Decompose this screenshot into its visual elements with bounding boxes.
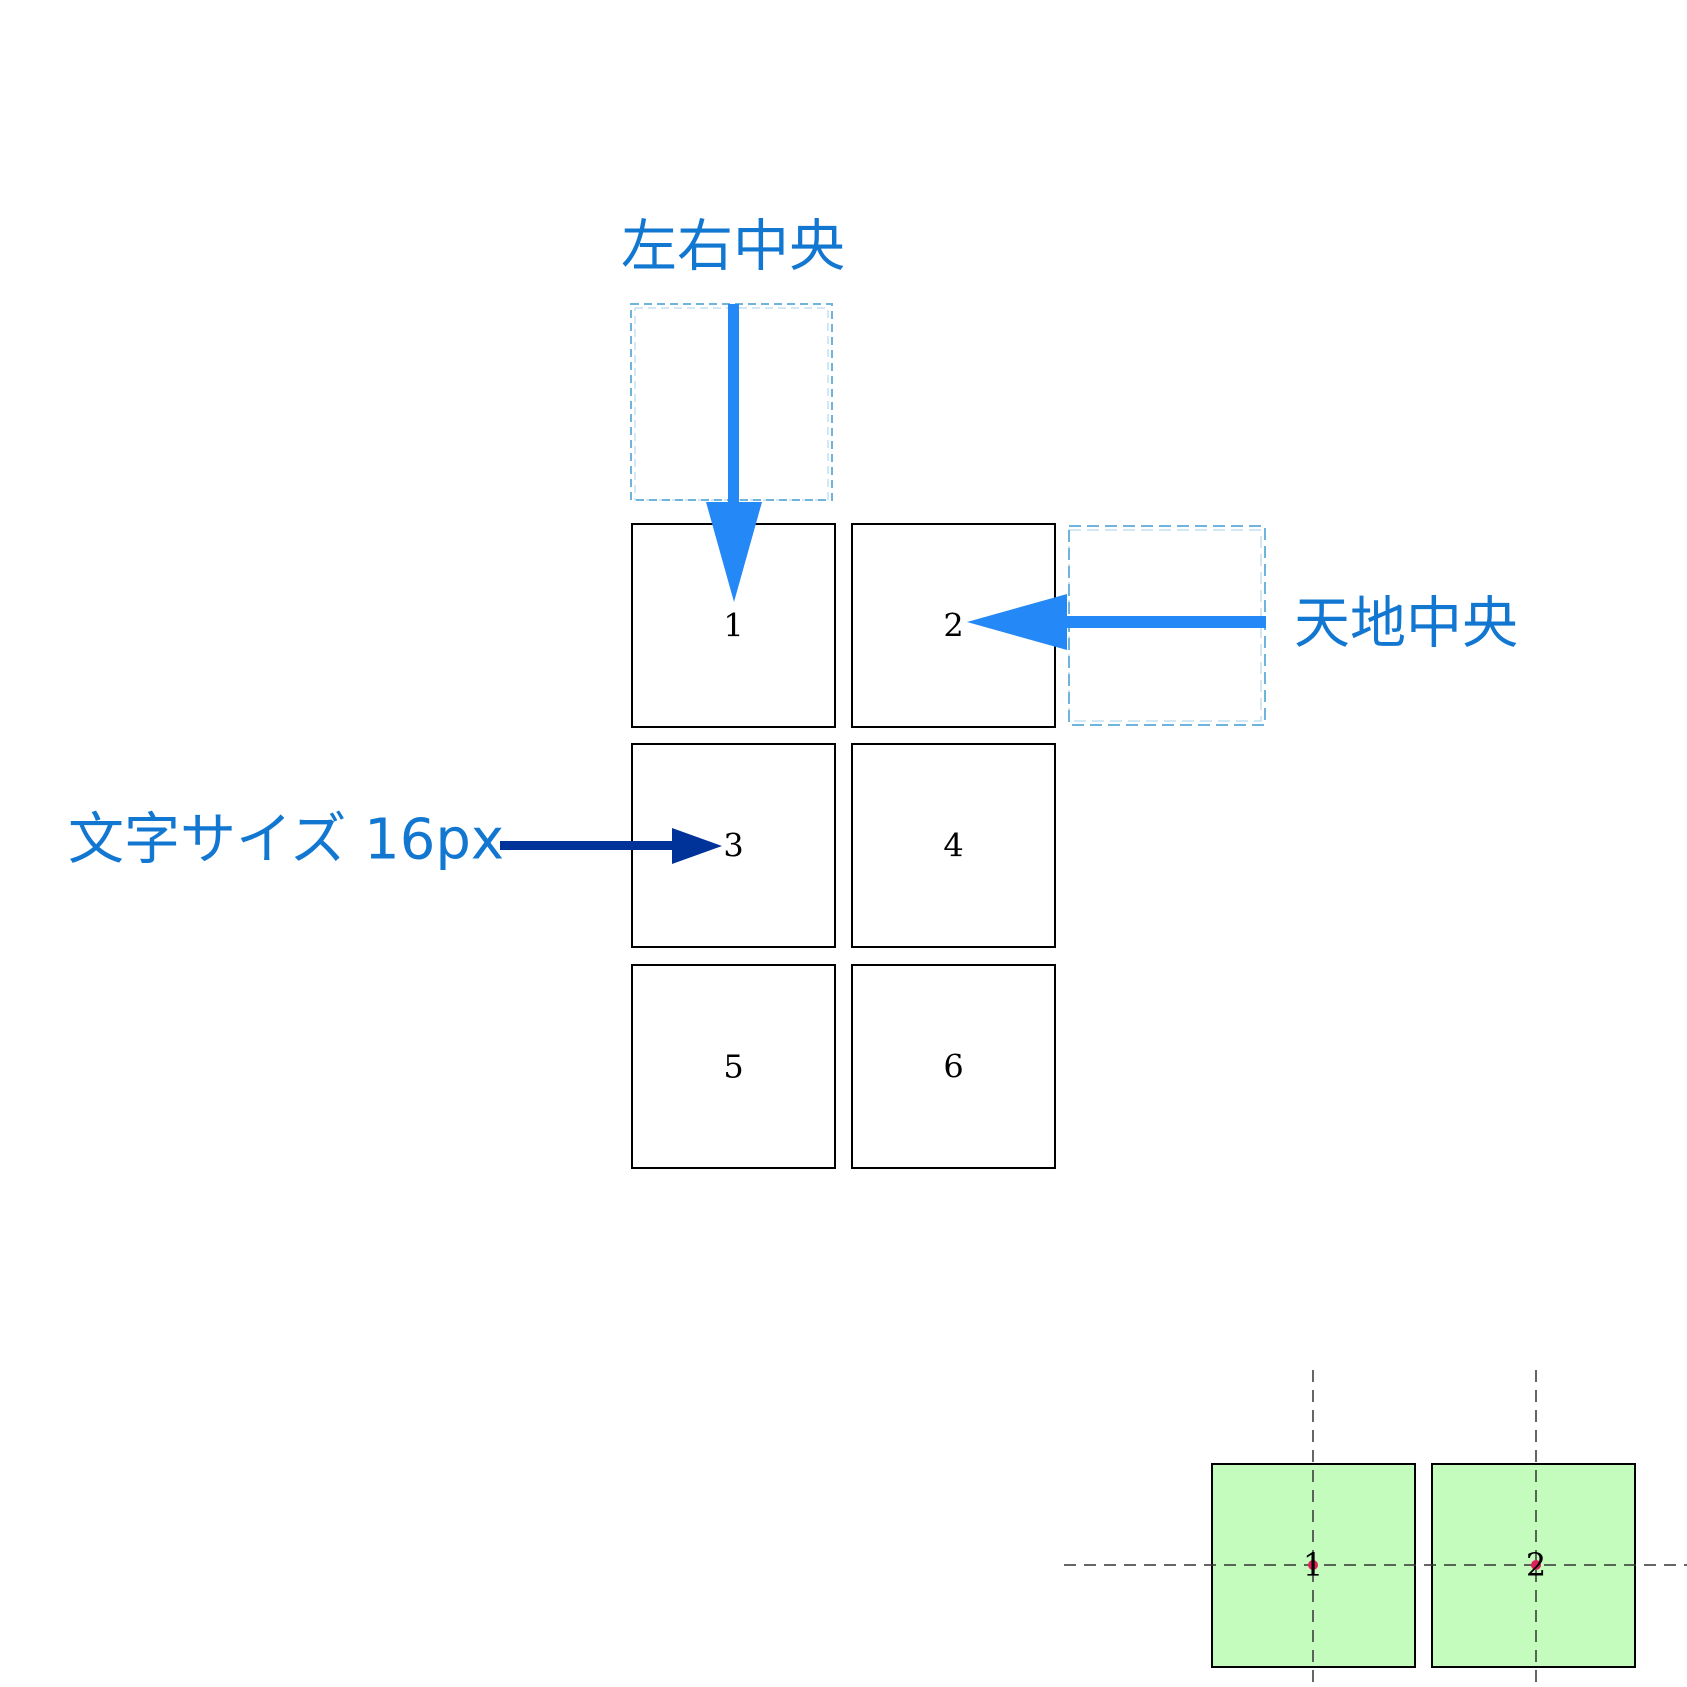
cell-number: 6 xyxy=(943,1048,963,1086)
center-dot-2 xyxy=(1531,1560,1541,1570)
cell-number: 5 xyxy=(723,1048,743,1086)
font-size-label: 文字サイズ 16px xyxy=(68,808,504,873)
cell-number: 3 xyxy=(723,827,743,865)
cell-number: 4 xyxy=(943,827,963,865)
grid-cell-6: 6 xyxy=(851,964,1056,1169)
cell-number: 2 xyxy=(943,607,963,645)
center-preview: 1 2 xyxy=(1064,1370,1687,1687)
cell-number: 1 xyxy=(723,607,743,645)
left-arrow-icon xyxy=(967,594,1266,650)
vertical-center-label: 天地中央 xyxy=(1294,592,1518,657)
down-arrow-icon xyxy=(706,304,762,602)
grid-cell-5: 5 xyxy=(631,964,836,1169)
preview-cell-number: 1 xyxy=(1303,1546,1323,1584)
center-dot-1 xyxy=(1308,1560,1318,1570)
cell-grid: 1 2 3 4 5 6 xyxy=(631,523,1056,1169)
right-arrow-icon xyxy=(500,828,722,864)
grid-cell-4: 4 xyxy=(851,743,1056,948)
preview-cell-number: 2 xyxy=(1526,1546,1546,1584)
horizontal-center-label: 左右中央 xyxy=(621,215,845,280)
